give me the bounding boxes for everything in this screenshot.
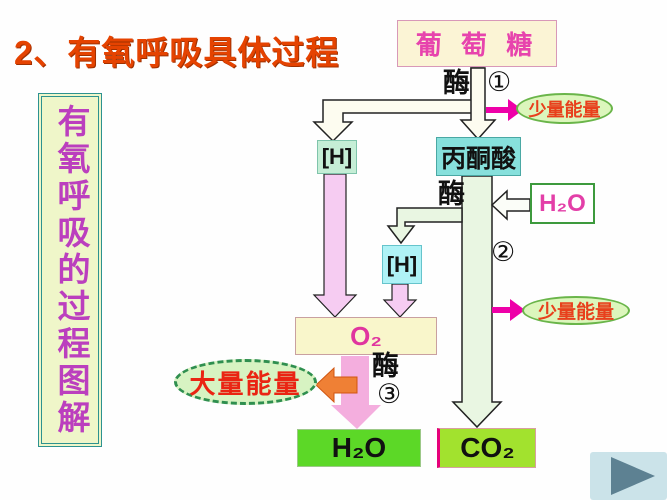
slide-title: 2、有氧呼吸具体过程 <box>14 34 340 71</box>
play-button[interactable] <box>590 452 667 500</box>
hydrogen-box-2: [H] <box>382 245 422 284</box>
energy-large-badge: 大量能量 <box>174 359 317 405</box>
enzyme-label-3: 酶 <box>372 351 399 381</box>
arrow-h-to-o2-long <box>312 173 358 318</box>
water-input-box: H₂O <box>530 183 595 224</box>
arrow-water-in <box>490 189 531 221</box>
arrow-h2-to-o2-short <box>382 283 418 318</box>
arrow-energy-large <box>315 366 358 404</box>
step-number-3: ③ <box>377 379 402 410</box>
energy-small-badge-2: 少量能量 <box>522 296 630 325</box>
sidebar-caption-text: 有氧呼吸的过程图解 <box>52 103 88 437</box>
play-icon <box>610 457 655 495</box>
arrow-glucose-to-pyruvate <box>459 67 497 141</box>
arrow-pyruvate-to-h2 <box>386 207 463 245</box>
sidebar-caption-box: 有氧呼吸的过程图解 <box>38 93 102 447</box>
co2-product-box: CO₂ <box>437 428 536 468</box>
step-number-1: ① <box>487 67 512 98</box>
step-number-2: ② <box>491 237 516 268</box>
glucose-box: 葡 萄 糖 <box>397 20 557 67</box>
water-product-box: H₂O <box>297 429 421 467</box>
energy-small-badge-1: 少量能量 <box>516 93 613 124</box>
enzyme-label-2: 酶 <box>438 179 465 209</box>
enzyme-label-1: 酶 <box>443 68 470 98</box>
hydrogen-box-1: [H] <box>317 140 357 174</box>
arrow-energy-small-2 <box>492 299 525 321</box>
arrow-pyruvate-to-co2 <box>451 175 503 429</box>
arrow-energy-small-1 <box>486 99 523 121</box>
pyruvate-box: 丙酮酸 <box>436 137 521 176</box>
oxygen-box: O₂ <box>295 317 437 355</box>
